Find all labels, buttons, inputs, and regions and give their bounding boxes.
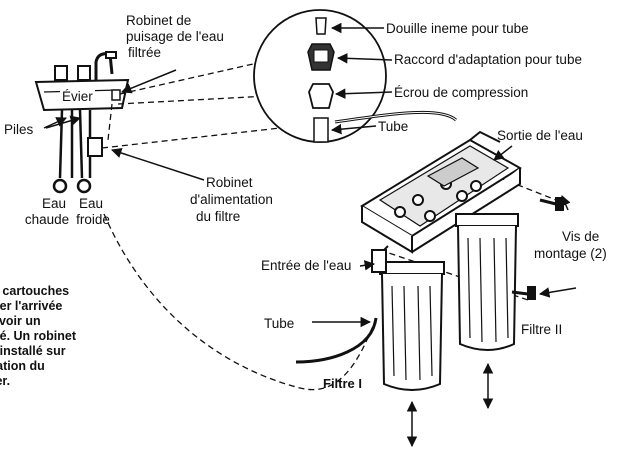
note-line-4: ité. Un robinet xyxy=(0,329,77,343)
label-filter-1: Filtre I xyxy=(323,376,363,391)
label-mounting-screws-line2: montage (2) xyxy=(534,246,607,261)
filter-1-housing xyxy=(371,245,445,391)
callout-arrows xyxy=(43,22,577,448)
inlet-tube xyxy=(295,317,378,364)
label-supply-valve-line2: d'alimentation xyxy=(190,192,273,207)
cropped-instruction-note: s cartouches ner l'arrivée avoir un ité.… xyxy=(0,284,152,389)
label-tube-adapter: Raccord d'adaptation pour tube xyxy=(394,52,582,67)
filter-2-housing xyxy=(455,213,519,351)
note-line-1: s cartouches xyxy=(0,284,70,298)
label-mounting-screws-line1: Vis de xyxy=(562,229,600,244)
label-hot-water-line2: chaude xyxy=(24,212,70,227)
fitting-detail-circle xyxy=(253,9,387,143)
label-faucet-line1: Robinet de xyxy=(126,13,192,28)
label-tube-top: Tube xyxy=(378,119,409,134)
label-faucet-line3: filtrée xyxy=(128,45,162,60)
label-filter-2: Filtre II xyxy=(521,322,563,337)
label-supply-valve-line1: Robinet xyxy=(206,175,253,190)
label-sink: Évier xyxy=(60,89,95,104)
note-line-3: avoir un xyxy=(0,314,41,328)
label-supply-valve-line3: du filtre xyxy=(196,209,241,224)
label-compression-nut: Écrou de compression xyxy=(394,85,529,100)
label-cold-water-line2: froide xyxy=(76,212,110,227)
label-cold-water-line1: Eau xyxy=(78,196,104,211)
label-water-inlet: Entrée de l'eau xyxy=(261,258,352,273)
label-faucet-line2: puisage de l'eau xyxy=(126,29,224,44)
note-line-2: ner l'arrivée xyxy=(0,299,63,313)
label-batteries: Piles xyxy=(4,122,34,137)
label-tube-mid: Tube xyxy=(264,316,295,331)
label-water-outlet: Sortie de l'eau xyxy=(497,128,583,143)
note-line-7: ier. xyxy=(0,374,11,388)
filtered-faucet-valve xyxy=(111,89,121,101)
note-line-5: t installé sur xyxy=(0,344,66,358)
label-hot-water-line1: Eau xyxy=(41,196,67,211)
filter-housing-bracket xyxy=(360,130,522,254)
supply-lines xyxy=(52,109,103,194)
note-line-6: tation du xyxy=(0,359,45,373)
label-tube-insert: Douille ineme pour tube xyxy=(386,21,529,36)
